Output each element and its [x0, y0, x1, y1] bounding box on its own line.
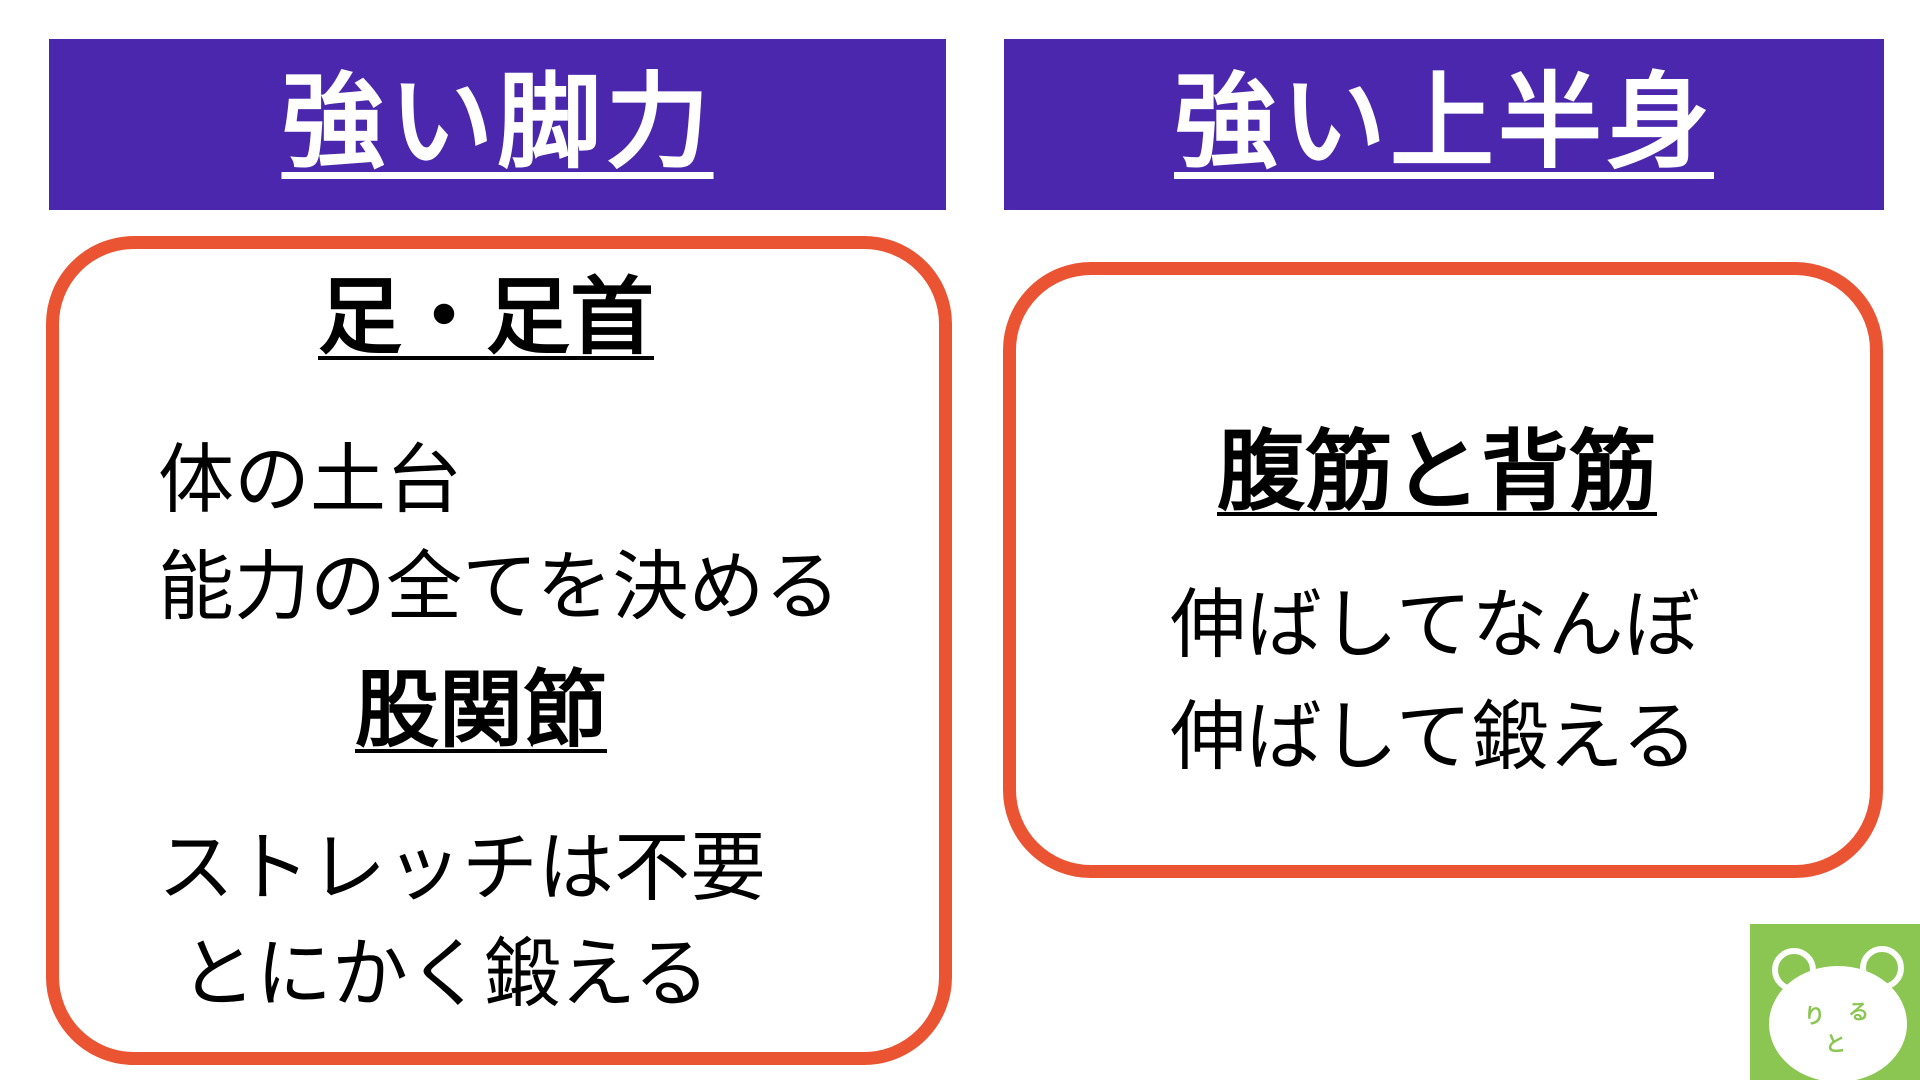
right-body-line: 伸ばしてなんぼ — [1170, 580, 1700, 669]
left-section1-line: 能力の全てを決める — [158, 542, 841, 631]
left-section2-line: とにかく鍛える — [180, 929, 710, 1018]
logo-char: る — [1848, 1000, 1869, 1024]
right-body-line: 伸ばして鍛える — [1170, 692, 1698, 781]
left-section2-heading: 股関節 — [355, 661, 608, 759]
logo: り る と — [1750, 924, 1920, 1080]
right-content-box — [1003, 262, 1883, 878]
left-title-banner: 強い脚力 — [49, 39, 946, 210]
left-title: 強い脚力 — [281, 60, 714, 183]
logo-char: と — [1825, 1032, 1846, 1056]
left-section2-line: ストレッチは不要 — [158, 823, 766, 912]
right-title-banner: 強い上半身 — [1004, 39, 1884, 210]
right-title: 強い上半身 — [1173, 60, 1714, 183]
logo-char: り — [1804, 1004, 1825, 1028]
bear-face-icon — [1769, 946, 1907, 1080]
right-heading: 腹筋と背筋 — [1217, 420, 1658, 523]
left-section1-heading: 足・足首 — [318, 268, 655, 366]
left-content-box — [46, 236, 952, 1065]
left-section1-line: 体の土台 — [158, 435, 462, 524]
